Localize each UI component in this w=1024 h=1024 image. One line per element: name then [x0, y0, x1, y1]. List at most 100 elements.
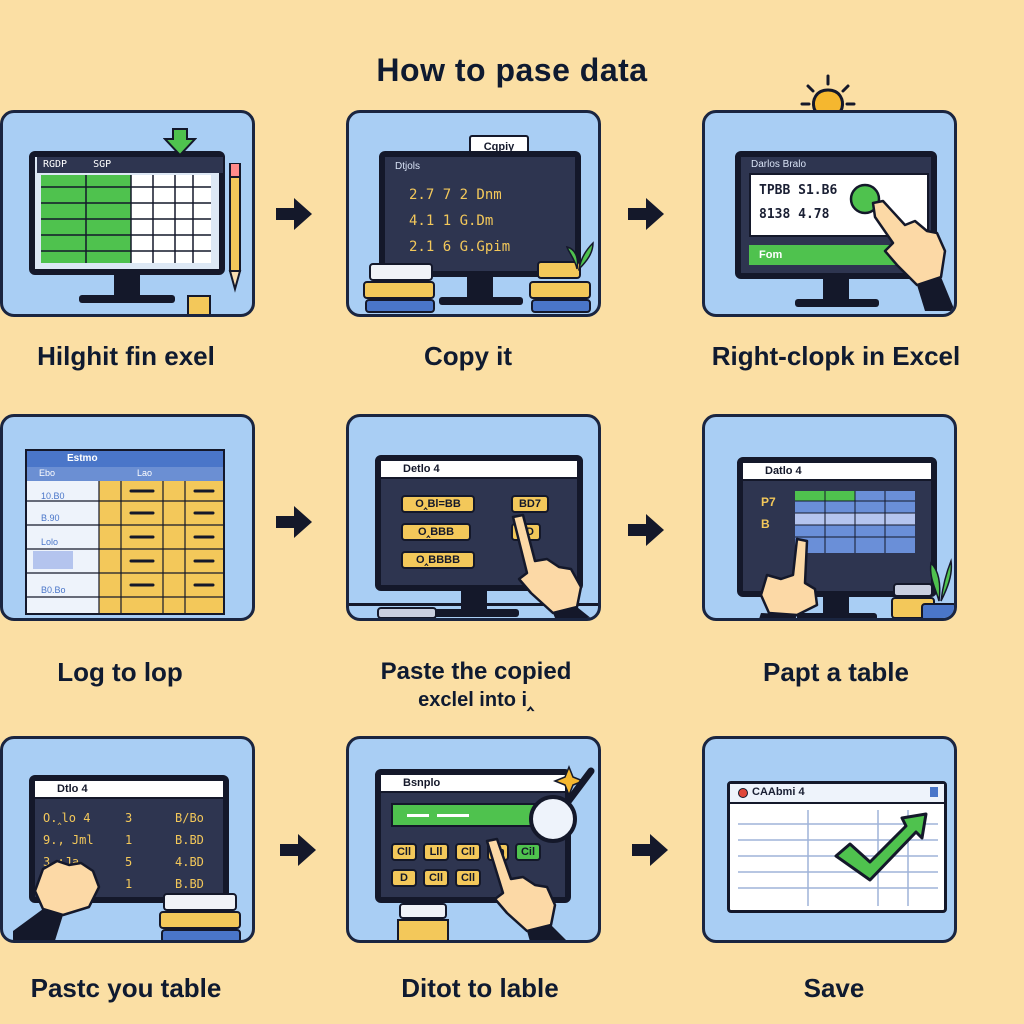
window-label: Darlos Bralo	[751, 159, 807, 170]
step-4-panel: Estmo Ebo Lao 10.B0 B.90 Lolo	[0, 414, 255, 621]
footer-bar: Fom	[749, 245, 925, 265]
plant-icon	[929, 558, 953, 602]
book-stack	[531, 299, 591, 313]
step-5-panel: Detlo 4 O‸Bl=BB O‸BBB O‸BBBB BD7 BD	[346, 414, 601, 621]
book-stack	[537, 261, 581, 279]
data-row: 2.1 6 G.Gpim	[409, 239, 511, 255]
step-2-panel: Cqpiy Dtjols 2.7 7 2 Dnm 4.1 1 G.Dm 2.1 …	[346, 110, 601, 317]
step-1-panel: RGDP SGP	[0, 110, 255, 317]
window-label: Detlo 4	[381, 461, 577, 479]
formula-bar	[391, 803, 553, 827]
data-row: 2.7 7 2 Dnm	[409, 187, 502, 203]
window-label: CAAbmi 4	[752, 786, 805, 798]
step-4-caption: Log to lop	[57, 657, 183, 687]
book-stack	[161, 929, 241, 940]
book-stack	[377, 607, 437, 618]
step-9-caption: Save	[803, 973, 865, 1003]
monitor-screen: RGDP SGP	[29, 151, 225, 275]
scroll-button-icon	[930, 787, 938, 797]
table-grid	[27, 481, 223, 613]
book-stack	[529, 281, 591, 299]
cell-value: Lolo	[41, 537, 59, 547]
cell-button[interactable]: O‸BBBB	[401, 551, 475, 569]
key-button[interactable]: Cll	[455, 843, 481, 861]
pointing-hand-icon	[849, 183, 954, 311]
typing-hand-icon	[13, 859, 101, 940]
key-button[interactable]: Cll	[423, 869, 449, 887]
column-label: Lao	[137, 468, 153, 478]
cup	[397, 919, 449, 940]
cell-value: B.90	[41, 513, 60, 523]
cup	[187, 295, 211, 314]
key-button[interactable]: Cil	[515, 843, 541, 861]
pointing-hand-icon	[759, 537, 819, 618]
magnifier-icon	[529, 764, 595, 843]
step-6-caption: Papt a table	[763, 657, 909, 687]
step-7-caption: Pastc you table	[30, 973, 222, 1003]
step-8-caption: Ditot to lable	[401, 973, 559, 1003]
spreadsheet-grid	[41, 175, 211, 263]
pointing-hand-icon	[511, 513, 591, 618]
step-5-caption: Paste the copied exclel into i‸	[326, 658, 626, 714]
book-stack	[363, 281, 435, 299]
cell-button[interactable]: BD7	[511, 495, 549, 513]
window-label: Estmo	[27, 451, 223, 467]
cell-button[interactable]: O‸Bl=BB	[401, 495, 475, 513]
header-left: RGDP	[43, 159, 68, 170]
arrow-right-icon	[628, 514, 664, 546]
cell-value: 10.B0	[41, 491, 65, 501]
data-row: 4.1 1 G.Dm	[409, 213, 494, 229]
table-grid	[795, 491, 915, 553]
pencil-icon	[228, 163, 242, 293]
step-2-caption: Copy it	[423, 341, 513, 371]
window-label: Datlo 4	[743, 463, 931, 481]
book-stack	[399, 903, 447, 919]
key-button[interactable]: D	[391, 869, 417, 887]
step-3-panel: Darlos Bralo TPBB S1.B6 8138 4.78 Fom	[702, 110, 957, 317]
step-8-panel: Bsnplo Cll Lll Cll Ln Cil D Cll Cll	[346, 736, 601, 943]
arrow-right-icon	[632, 834, 668, 866]
record-dot-icon	[738, 788, 748, 798]
list-item: B	[761, 517, 770, 531]
cell-button[interactable]: O‸BBB	[401, 523, 471, 541]
book-stack	[163, 893, 237, 911]
book-stack	[893, 583, 933, 597]
arrow-right-icon	[628, 198, 664, 230]
column-label: Ebo	[39, 468, 56, 478]
step-3-caption: Right-clopk in Excel	[711, 341, 961, 371]
menu-line: 8138 4.78	[759, 207, 830, 222]
header-right: SGP	[93, 159, 112, 170]
step-6-panel: Datlo 4 P7 B	[702, 414, 957, 621]
monitor-screen: Datlo 4 P7 B	[737, 457, 937, 597]
key-button[interactable]: Cll	[391, 843, 417, 861]
step-1-caption: Hilghit fin exel	[37, 341, 215, 371]
book-stack	[369, 263, 433, 281]
arrow-right-icon	[280, 834, 316, 866]
arrow-right-icon	[276, 506, 312, 538]
pointing-hand-icon	[485, 837, 566, 940]
plant-icon	[565, 241, 594, 271]
caption-line: exclel into i‸	[418, 689, 534, 711]
cell-value: B0.Bo	[41, 585, 66, 595]
key-button[interactable]: Cll	[455, 869, 481, 887]
down-arrow-icon	[163, 128, 197, 157]
key-button[interactable]: Lll	[423, 843, 449, 861]
checkmark-icon	[834, 812, 928, 882]
book-stack	[159, 911, 241, 929]
spreadsheet-window: Estmo Ebo Lao 10.B0 B.90 Lolo	[25, 449, 225, 615]
list-item: P7	[761, 495, 776, 509]
saved-window: CAAbmi 4	[727, 781, 947, 913]
monitor-screen: Dtjols 2.7 7 2 Dnm 4.1 1 G.Dm 2.1 6 G.Gp…	[379, 151, 581, 277]
window-label: Dtjols	[395, 161, 421, 172]
page-title: How to pase data	[376, 52, 648, 88]
window-label: Dtlo 4	[35, 781, 223, 799]
caption-line: Paste the copied	[380, 658, 572, 685]
book-stack	[365, 299, 435, 313]
window-label: Bsnplo	[381, 775, 565, 793]
step-9-panel: CAAbmi 4	[702, 736, 957, 943]
desk-edge	[349, 603, 598, 606]
